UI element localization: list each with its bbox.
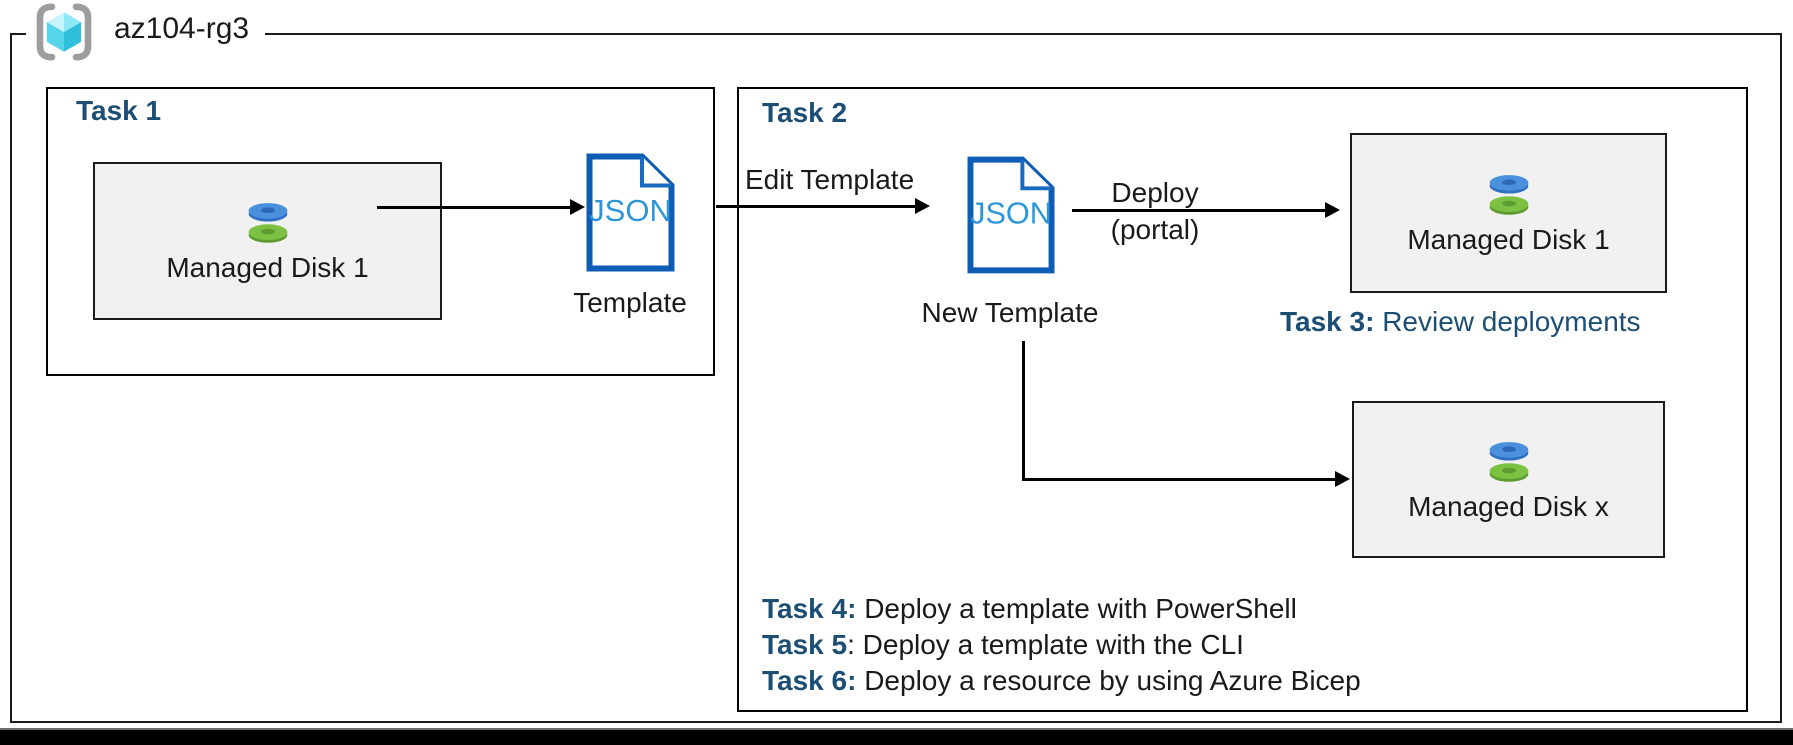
- task6-text: Deploy a resource by using Azure Bicep: [856, 665, 1361, 696]
- new-template-caption: New Template: [921, 297, 1099, 328]
- task3-label: Task 3: Review deployments: [1280, 306, 1641, 338]
- managed-disk-x-label: Managed Disk x: [1408, 490, 1609, 522]
- json-new-template-icon: JSON: [967, 155, 1055, 280]
- bracketed-cube-icon: [36, 3, 92, 61]
- arrowhead-icon: [915, 198, 930, 214]
- managed-disk-1-box: Managed Disk 1: [93, 162, 442, 320]
- task-list: Task 4: Deploy a template with PowerShel…: [762, 591, 1361, 699]
- arrowhead-icon: [1325, 202, 1340, 218]
- task6-prefix: Task 6:: [762, 665, 857, 696]
- json-text: JSON: [970, 196, 1052, 230]
- resource-group-border: [10, 33, 1782, 723]
- task3-prefix: Task 3:: [1280, 306, 1375, 337]
- template-caption: Template: [573, 287, 687, 318]
- task1-title: Task 1: [76, 95, 162, 126]
- arrow-newtemplate-elbow-vertical: [1022, 341, 1025, 481]
- json-template-icon: JSON: [586, 153, 675, 277]
- task5-line: Task 5: Deploy a template with the CLI: [762, 627, 1361, 663]
- task4-prefix: Task 4:: [762, 593, 857, 624]
- bottom-window-edge-bar: [0, 728, 1793, 745]
- task4-line: Task 4: Deploy a template with PowerShel…: [762, 591, 1361, 627]
- managed-disk-1-label: Managed Disk 1: [166, 252, 369, 283]
- managed-disk-icon: [248, 203, 287, 243]
- arrowhead-icon: [570, 199, 585, 215]
- arrow-newtemplate-elbow-horizontal: [1022, 478, 1336, 481]
- resource-group-icon: [26, 2, 102, 62]
- deploy-label: Deploy: [1111, 177, 1199, 208]
- arrow-disk-to-template: [377, 206, 571, 209]
- edit-template-label: Edit Template: [745, 164, 915, 195]
- task5-text: : Deploy a template with the CLI: [847, 629, 1244, 660]
- managed-disk-1-deployed-box: Managed Disk 1: [1350, 133, 1667, 293]
- arrow-edit-template: [716, 205, 916, 208]
- task6-line: Task 6: Deploy a resource by using Azure…: [762, 663, 1361, 699]
- task2-title: Task 2: [762, 97, 848, 128]
- task3-text: Review deployments: [1374, 306, 1641, 337]
- arrowhead-icon: [1335, 471, 1350, 487]
- deploy-portal-sublabel: (portal): [1110, 214, 1200, 245]
- task5-prefix: Task 5: [762, 629, 848, 660]
- resource-group-name: az104-rg3: [100, 12, 266, 52]
- managed-disk-x-box: Managed Disk x: [1352, 401, 1665, 558]
- task4-text: Deploy a template with PowerShell: [856, 593, 1297, 624]
- arrow-deploy-portal: [1072, 209, 1326, 212]
- managed-disk-1-deployed-label: Managed Disk 1: [1407, 224, 1610, 255]
- managed-disk-icon: [1489, 175, 1528, 215]
- json-text: JSON: [589, 193, 672, 228]
- managed-disk-icon: [1489, 441, 1528, 482]
